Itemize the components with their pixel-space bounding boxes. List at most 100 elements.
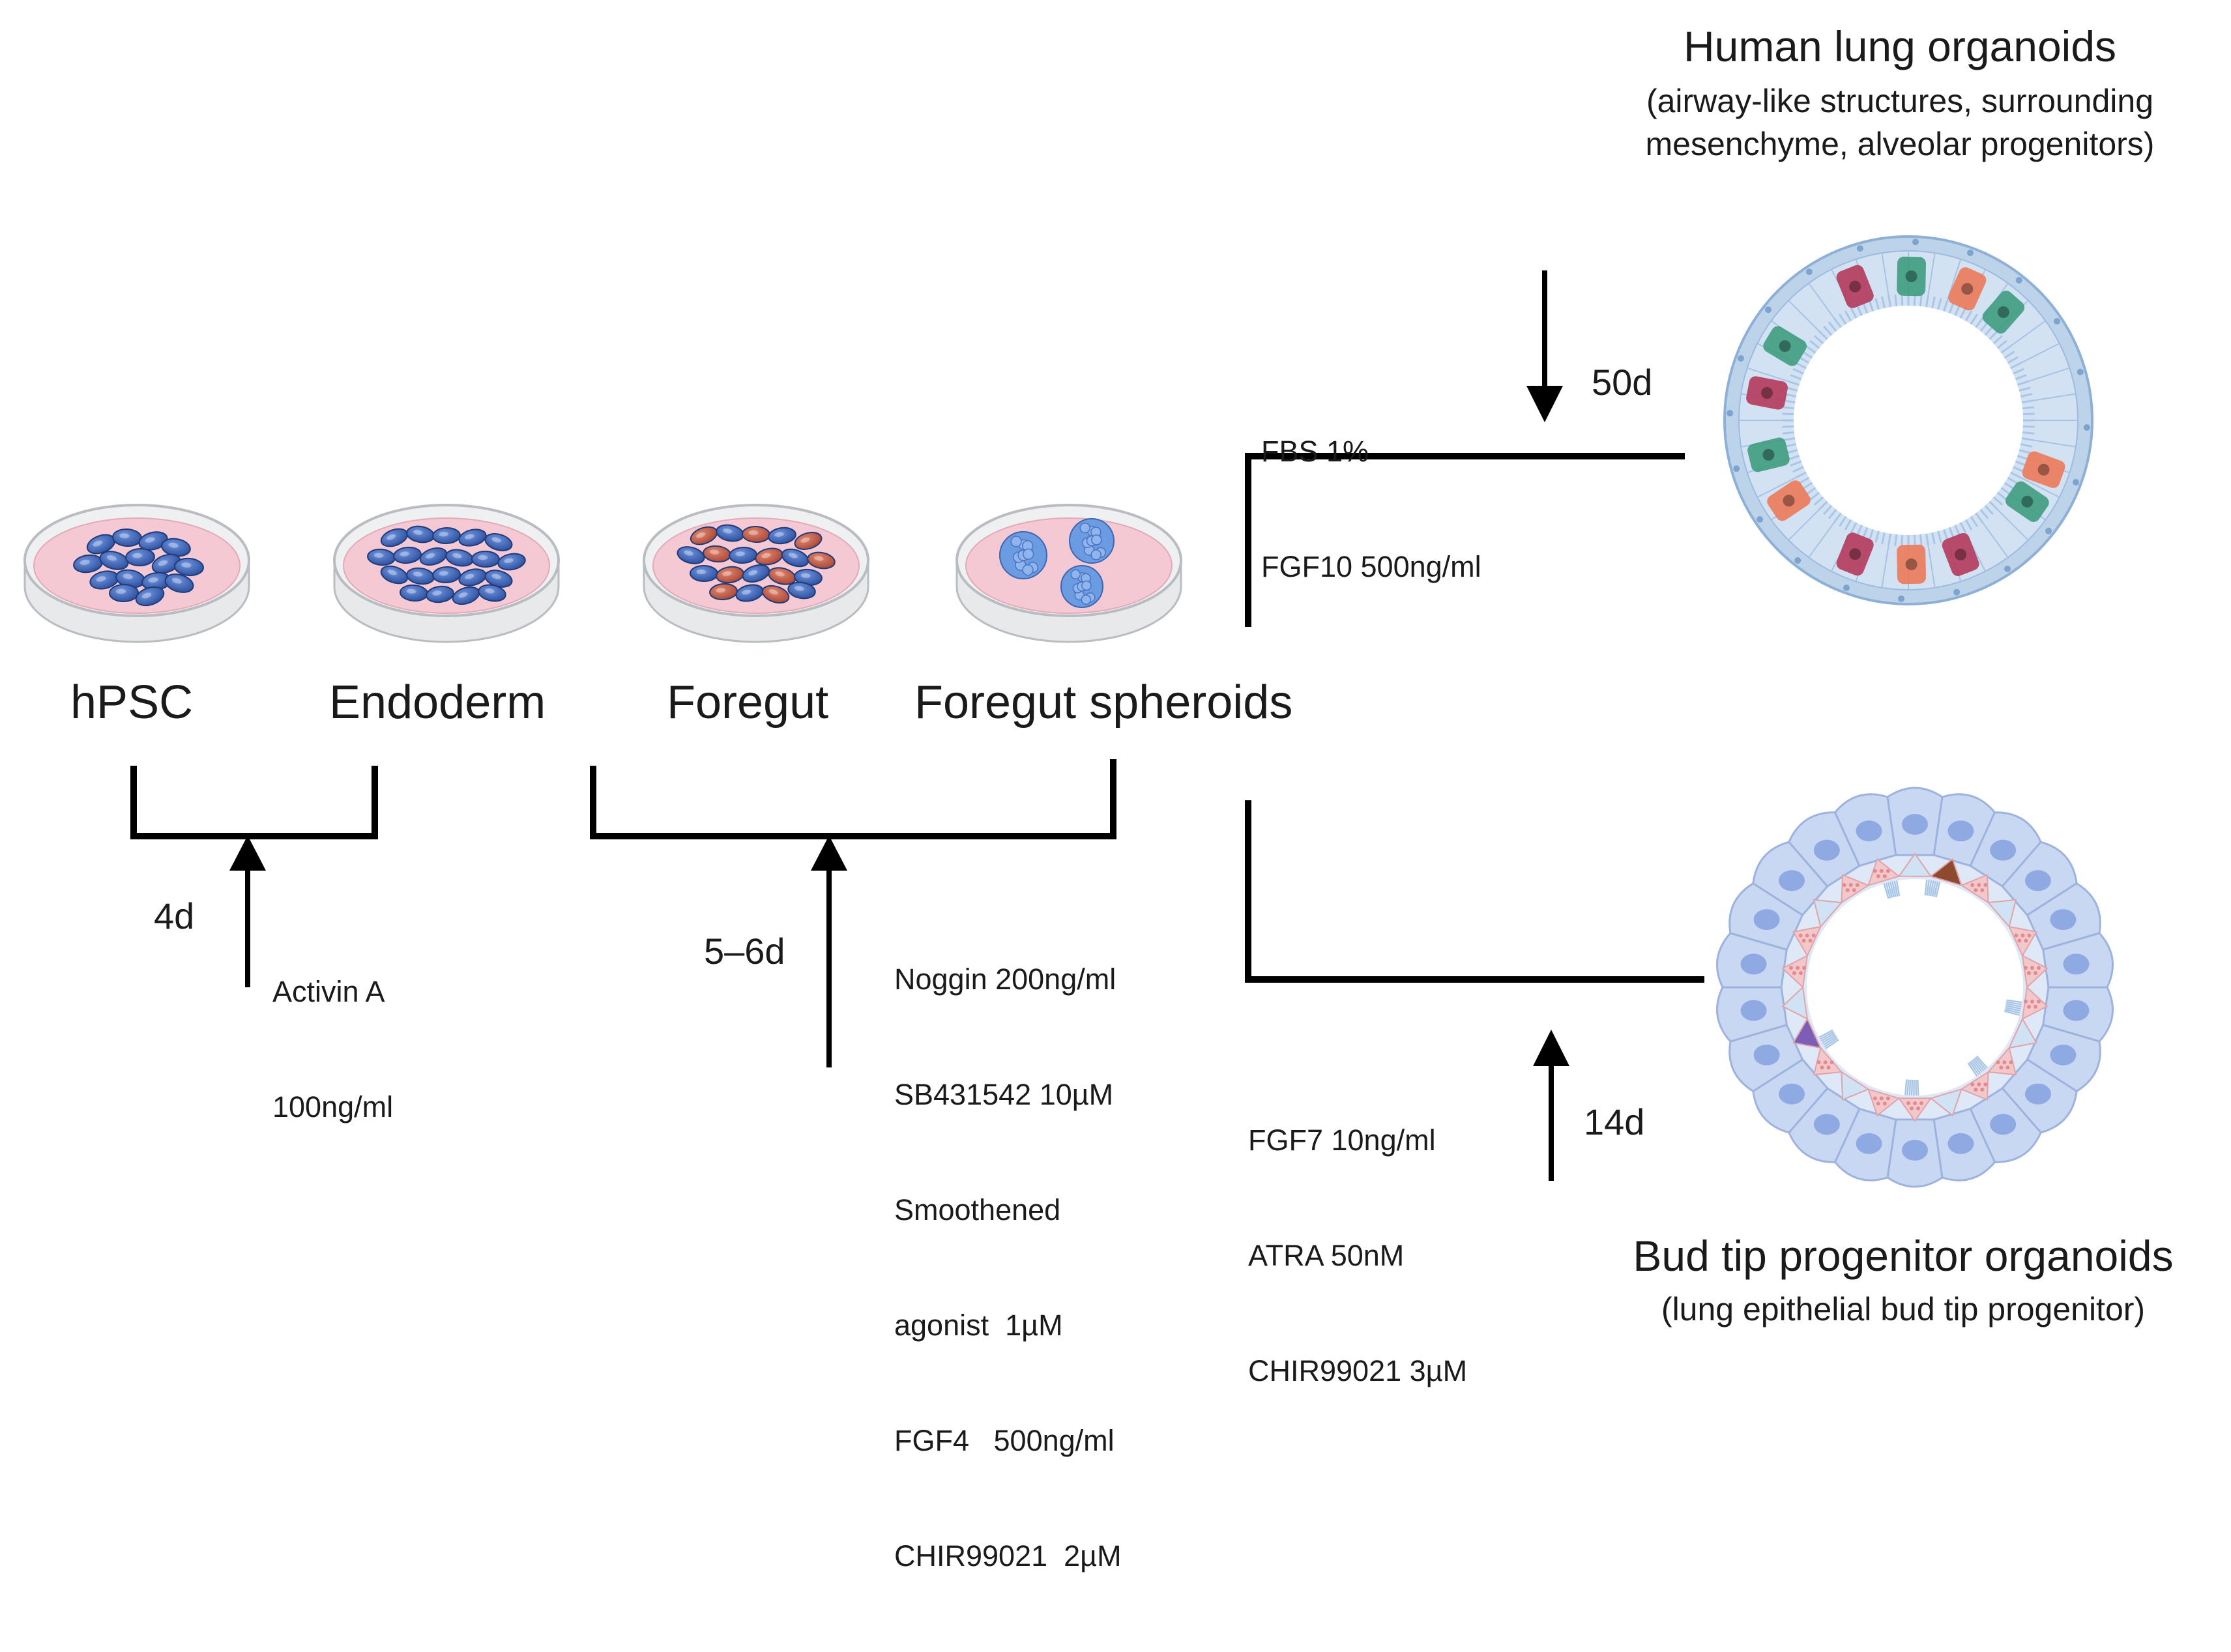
granule — [1792, 971, 1796, 975]
granule — [1977, 883, 1981, 887]
bud-organoid-lumen — [1807, 879, 2023, 1095]
cilium — [2022, 432, 2034, 433]
cell-nucleus — [1779, 340, 1791, 352]
granule — [1809, 938, 1813, 942]
cilium — [1783, 432, 1794, 433]
arrowhead-bud-tip — [1533, 1030, 1569, 1066]
organoid-lumen — [1794, 306, 2023, 535]
subtitle-line: (airway-like structures, surrounding — [1581, 80, 2219, 123]
granule — [1827, 1065, 1831, 1069]
cell-nucleus — [1783, 495, 1795, 506]
granule — [1974, 1088, 1977, 1092]
granule — [1799, 933, 1803, 937]
cilium — [1902, 294, 1903, 306]
conditions-lung-organoids: FBS 1% FGF10 500ng/ml — [1261, 355, 1481, 663]
mesenchyme-nucleus — [1727, 410, 1733, 416]
mesenchyme-nucleus — [1967, 250, 1974, 256]
cell-nucleus — [1849, 548, 1861, 560]
mesenchyme-nucleus — [1857, 245, 1863, 252]
condition-line: FGF4 500ng/ml — [894, 1421, 1122, 1460]
conditions-bud-tip: FGF7 10ng/ml ATRA 50nM CHIR99021 3µM — [1248, 1044, 1467, 1467]
cell-nucleus — [2050, 1045, 2076, 1065]
granule — [1883, 1101, 1887, 1105]
cell-nucleus — [1961, 283, 1973, 295]
granule — [2017, 938, 2021, 942]
granule — [1830, 1060, 1834, 1064]
cell-nucleus — [1761, 387, 1773, 399]
cell-nucleus — [2025, 870, 2051, 891]
spheroid-cell — [1080, 523, 1090, 533]
granule — [1970, 1082, 1974, 1086]
duration-bud-tip: 14d — [1584, 1101, 1644, 1143]
granule — [1983, 1082, 1987, 1086]
bud-tip-organoid-illustration — [1717, 788, 2112, 1187]
condition-line: Activin A — [272, 972, 393, 1011]
cilium — [1895, 534, 1897, 546]
outcome-subtitle-lung: (airway-like structures, surrounding mes… — [1581, 80, 2219, 166]
branch-bud-tip-organoids — [1248, 800, 1704, 979]
spheroid-icon — [1070, 519, 1114, 563]
condition-line: FBS 1% — [1261, 432, 1481, 471]
mesenchyme-nucleus — [1733, 465, 1740, 472]
granule — [2034, 1005, 2037, 1009]
mesenchyme-nucleus — [2004, 566, 2011, 572]
granule — [1980, 888, 1984, 892]
cell-nucleus — [1814, 1114, 1840, 1135]
granule — [1799, 971, 1803, 975]
spheroid-cell — [1092, 535, 1101, 545]
granule — [1856, 883, 1859, 887]
granule — [2024, 1000, 2028, 1004]
cell-nucleus — [1947, 820, 1974, 841]
granule — [1999, 1065, 2003, 1069]
cell-nucleus — [1856, 1133, 1882, 1154]
mesenchyme-nucleus — [2084, 424, 2090, 431]
condition-line: SB431542 10µM — [894, 1075, 1122, 1114]
granule — [1820, 1065, 1824, 1069]
granule — [2014, 933, 2018, 937]
spheroid-cell — [1081, 595, 1090, 604]
condition-line: CHIR99021 3µM — [1248, 1352, 1467, 1390]
granule — [2037, 966, 2041, 970]
mesenchyme-nucleus — [2016, 277, 2022, 283]
condition-line: Noggin 200ng/ml — [894, 960, 1122, 998]
conditions-endoderm-induction: Activin A 100ng/ml — [272, 895, 393, 1203]
cell-nucleus — [1906, 270, 1917, 282]
granule — [1843, 883, 1846, 887]
granule — [1916, 1107, 1920, 1110]
mesenchyme-nucleus — [2045, 528, 2052, 534]
cilium — [1782, 426, 1794, 427]
cell-nucleus — [1990, 1114, 2016, 1135]
granule — [1805, 933, 1809, 937]
cilium — [1917, 1080, 1918, 1095]
granule — [1789, 966, 1793, 970]
granule — [2027, 971, 2031, 975]
cilium — [1902, 535, 1903, 547]
petri-dish-endoderm — [334, 505, 559, 642]
granule — [1883, 875, 1887, 878]
granule — [1880, 869, 1884, 873]
bracket-foregut-induction — [593, 759, 1113, 836]
cell-nucleus — [1856, 820, 1882, 841]
cilium — [1895, 295, 1897, 306]
spheroid-cell — [1071, 570, 1080, 579]
granule — [2024, 938, 2028, 942]
spheroid-icon — [1000, 532, 1047, 579]
condition-line: CHIR99021 2µM — [894, 1537, 1122, 1575]
cell-nucleus — [1998, 306, 2009, 318]
mesenchyme-nucleus — [1806, 268, 1813, 275]
cell-nucleus — [2021, 496, 2033, 508]
cell-nucleus — [1741, 953, 1767, 974]
granule — [1970, 883, 1974, 887]
granule — [1873, 869, 1877, 873]
cell-nucleus — [1902, 814, 1928, 835]
cell-nucleus — [1779, 870, 1805, 891]
spheroid-cell — [1023, 549, 1034, 559]
cilium — [1920, 295, 1921, 306]
granule — [1796, 966, 1800, 970]
granule — [1886, 1096, 1890, 1100]
granule — [1849, 883, 1853, 887]
organoid-illustrations — [1717, 237, 2112, 1187]
granule — [2030, 966, 2034, 970]
granule — [2005, 1065, 2009, 1069]
cell-nucleus — [2025, 1084, 2051, 1105]
